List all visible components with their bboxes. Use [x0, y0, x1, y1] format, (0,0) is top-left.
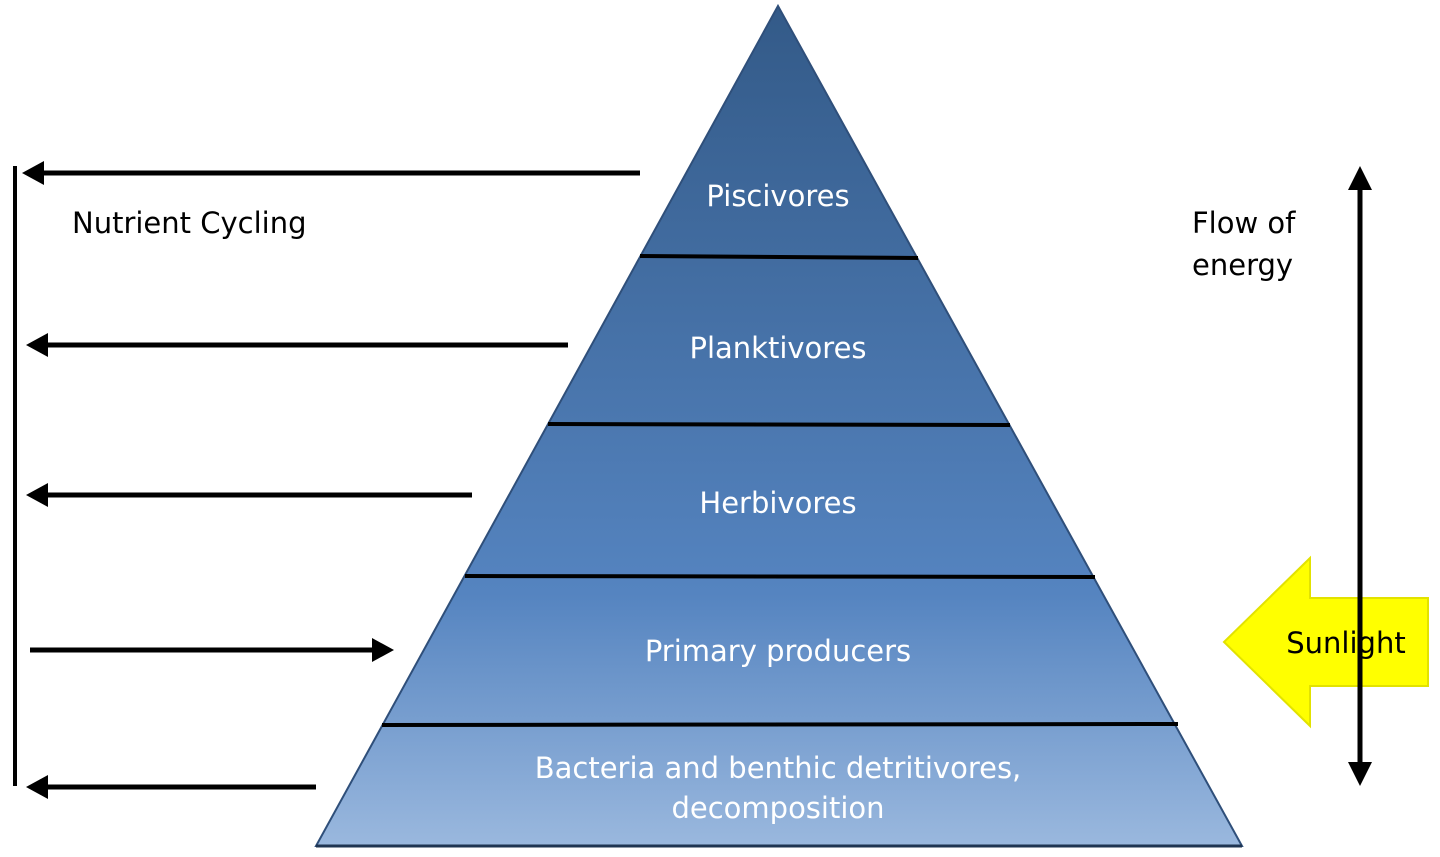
nutrient-arrowhead: [26, 333, 48, 357]
nutrient-cycling-label: Nutrient Cycling: [72, 206, 307, 240]
nutrient-arrowhead: [22, 161, 44, 185]
nutrient-arrowhead: [372, 638, 394, 662]
energy-label-line2: energy: [1192, 248, 1293, 282]
tier-divider: [547, 422, 1011, 427]
nutrient-arrowhead: [26, 775, 48, 799]
tier-label-bacteria-line2: decomposition: [671, 791, 884, 825]
tier-divider: [639, 254, 919, 260]
tier-label-primary-producers: Primary producers: [645, 634, 911, 668]
energy-label-line1: Flow of: [1192, 206, 1296, 240]
tier-label-bacteria-line1: Bacteria and benthic detritivores,: [535, 751, 1022, 785]
sunlight-arrow: [1222, 555, 1429, 729]
tier-label-herbivores: Herbivores: [699, 486, 856, 520]
tier-divider: [464, 574, 1096, 579]
nutrient-arrowhead: [26, 483, 48, 507]
tier-label-piscivores: Piscivores: [706, 179, 849, 213]
tier-divider: [381, 722, 1179, 727]
energy-arrowhead-up: [1348, 166, 1372, 190]
sunlight-label: Sunlight: [1286, 626, 1405, 660]
energy-arrowhead-down: [1348, 762, 1372, 786]
tier-label-planktivores: Planktivores: [689, 331, 866, 365]
